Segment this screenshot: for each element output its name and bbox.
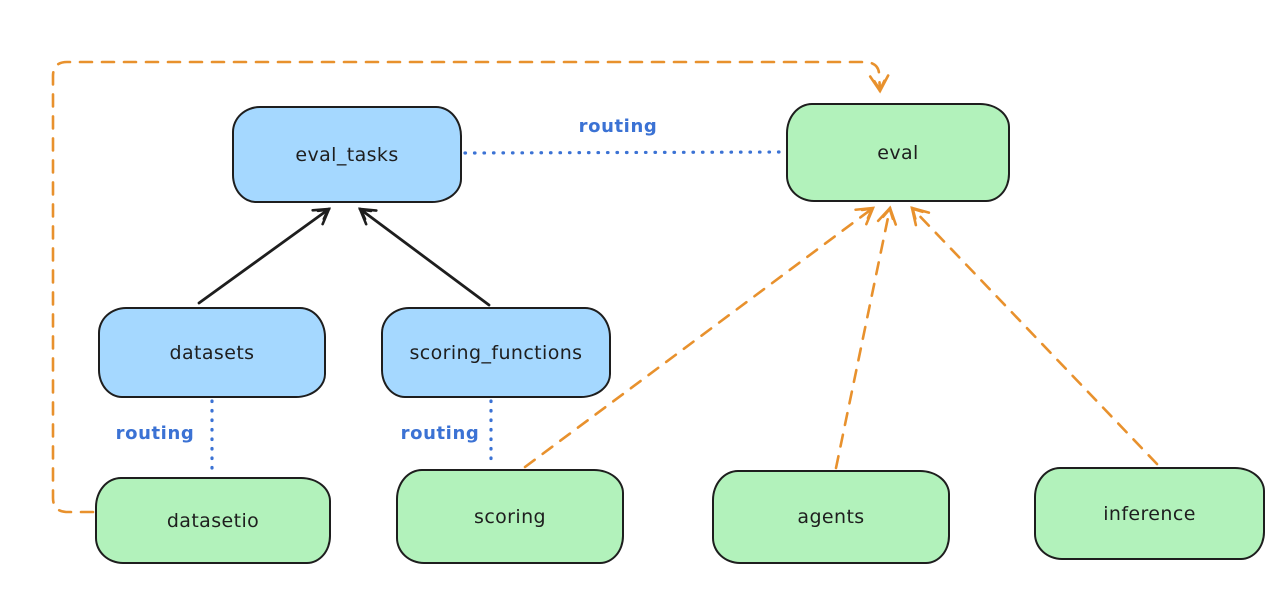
edge-inference-to-eval xyxy=(910,206,1159,466)
edge-label-routing-scoring_functions-scoring: routing xyxy=(400,423,480,444)
node-label-scoring_functions: scoring_functions xyxy=(409,341,583,364)
node-label-eval_tasks: eval_tasks xyxy=(295,143,399,166)
edge-eval_tasks-to-eval-routing xyxy=(463,150,785,155)
node-eval: eval xyxy=(786,103,1010,202)
node-datasetio: datasetio xyxy=(95,477,331,564)
node-inference: inference xyxy=(1034,467,1265,560)
node-label-eval: eval xyxy=(877,141,919,164)
node-scoring: scoring xyxy=(396,469,624,564)
node-eval_tasks: eval_tasks xyxy=(232,106,462,203)
node-agents: agents xyxy=(712,470,950,564)
edge-datasetio-to-eval xyxy=(51,60,890,514)
edge-agents-to-eval xyxy=(834,205,898,470)
edge-datasets-to-eval_tasks xyxy=(197,207,332,305)
node-label-scoring: scoring xyxy=(474,505,546,528)
edge-scoring_functions-to-eval_tasks xyxy=(357,207,491,307)
edge-label-routing-datasets-datasetio: routing xyxy=(115,423,195,444)
node-label-datasets: datasets xyxy=(169,341,255,364)
node-label-datasetio: datasetio xyxy=(166,509,260,532)
node-scoring_functions: scoring_functions xyxy=(381,307,611,398)
node-label-agents: agents xyxy=(797,506,865,528)
node-datasets: datasets xyxy=(98,307,326,398)
node-label-inference: inference xyxy=(1103,502,1196,525)
edge-label-routing-eval_tasks-eval: routing xyxy=(578,116,658,137)
